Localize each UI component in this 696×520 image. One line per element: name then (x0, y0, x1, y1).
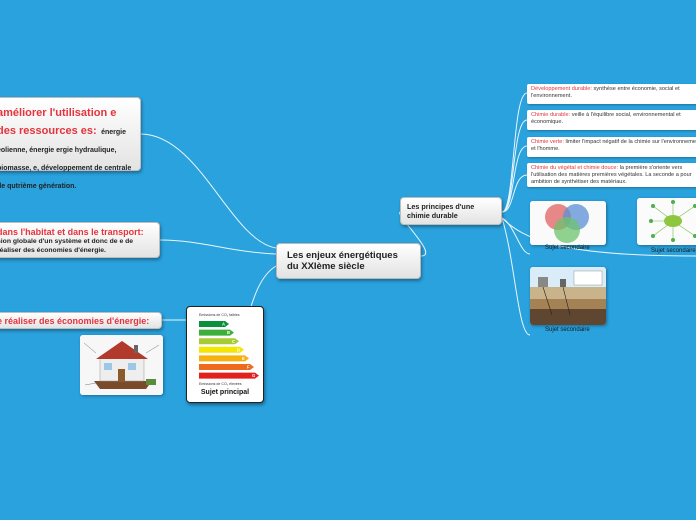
co2-storage-caption: Sujet secondaire (545, 327, 590, 333)
central-topic[interactable]: Les enjeux énergétiques du XXIème siècle (276, 243, 421, 279)
branch-habitat-transport[interactable]: dans l'habitat et dans le transport: sio… (0, 222, 160, 258)
definition-term: Chimie du végétal et chimie douce: (531, 165, 619, 171)
energy-class-letter-b: B (227, 330, 230, 335)
energy-label-bottom: Emissions de CO₂ élevées (199, 382, 242, 386)
main-topic-caption: Sujet principal (200, 389, 250, 396)
green-chemistry-map-image[interactable] (637, 198, 696, 245)
energy-class-bar-a (199, 321, 229, 327)
energy-class-bar-d (199, 346, 244, 353)
green-chemistry-map-caption: Sujet secondaire (651, 248, 696, 254)
energy-class-bar-e (199, 355, 249, 362)
definition-term: Chimie verte: (531, 139, 564, 145)
definition-plant-chemistry[interactable]: Chimie du végétal et chimie douce: la pr… (527, 163, 696, 187)
branch-habitat-transport-text: sion globale d'un système et donc de e d… (0, 238, 134, 254)
co2-storage-drawing (530, 267, 606, 325)
energy-class-letter-a: A (222, 322, 225, 327)
energy-class-letter-e: E (242, 356, 245, 361)
definition-term: Développement durable: (531, 86, 592, 92)
definition-sustainable-chemistry[interactable]: Chimie durable: veille à l'équilibre soc… (527, 110, 696, 130)
definition-term: Chimie durable: (531, 112, 571, 118)
definition-text: veille à l'équilibre social, environneme… (531, 112, 681, 125)
energy-class-letter-c: C (232, 339, 235, 344)
branch-energy-resources-text: énergie éolienne, énergie ergie hydrauli… (0, 129, 132, 190)
house-illustration[interactable] (80, 335, 163, 395)
branch-habitat-transport-heading: dans l'habitat et dans le transport: (0, 227, 144, 237)
branch-green-chemistry-title: Les principes d'une chimie durable (407, 202, 475, 220)
central-topic-title: Les enjeux énergétiques du XXIème siècle (287, 250, 398, 272)
venn-diagram-image[interactable] (530, 201, 606, 245)
venn-diagram-drawing (530, 201, 606, 245)
branch-green-chemistry[interactable]: Les principes d'une chimie durable (400, 197, 502, 225)
definition-sustainable-development[interactable]: Développement durable: synthèse entre éc… (527, 84, 696, 104)
co2-storage-image[interactable] (530, 267, 606, 325)
branch-energy-resources[interactable]: améliorer l'utilisation e des ressources… (0, 97, 141, 190)
energy-class-bar-b (199, 329, 234, 336)
definition-text: la première s'oriente vers l'utilisation… (531, 165, 692, 185)
energy-class-bar-g (199, 372, 259, 379)
venn-diagram-caption: Sujet secondaire (545, 245, 590, 251)
energy-class-bar-f (199, 364, 254, 370)
branch-energy-savings[interactable]: e réaliser des économies d'énergie: (0, 312, 162, 329)
house-illustration-drawing (80, 335, 163, 395)
energy-label-top: Emissions de CO₂ faibles (199, 313, 240, 317)
definition-green-chemistry[interactable]: Chimie verte: limiter l'impact négatif d… (527, 137, 696, 157)
energy-class-letter-d: D (237, 347, 240, 352)
branch-energy-savings-heading: e réaliser des économies d'énergie: (0, 316, 150, 326)
definition-text: limiter l'impact négatif de la chimie su… (531, 139, 696, 152)
definition-text: synthèse entre économie, social et l'env… (531, 86, 680, 99)
energy-class-letter-f: F (247, 365, 250, 370)
branch-energy-resources-heading: améliorer l'utilisation e des ressources… (0, 107, 117, 137)
green-chemistry-map-drawing (637, 198, 696, 245)
energy-class-letter-g: G (252, 373, 255, 378)
energy-class-bar-c (199, 338, 239, 345)
